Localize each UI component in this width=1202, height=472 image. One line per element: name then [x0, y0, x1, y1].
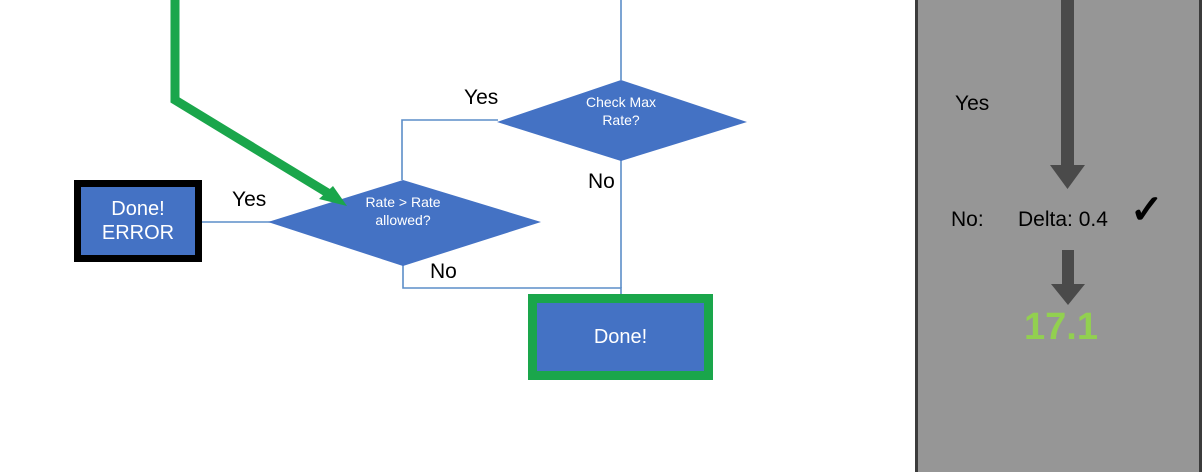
edge-label-yes-check-max: Yes: [464, 86, 499, 109]
panel-result-value: 17.1: [1024, 306, 1098, 348]
node-done-label: Done!: [593, 325, 648, 348]
green-highlight-arrow: [170, 0, 347, 206]
side-panel: Yes No: Delta: 0.4 ✓ 17.1: [915, 0, 1202, 472]
panel-arrows: [1050, 0, 1085, 305]
panel-no-label: No:: [951, 208, 984, 231]
node-done[interactable]: Done!: [528, 294, 713, 380]
node-done-error-label: Done! ERROR: [101, 197, 175, 244]
diamond-rate-gt-allowed[interactable]: [268, 180, 541, 266]
down-arrow-long-icon: [1050, 0, 1085, 189]
edge-label-no-check-max: No: [588, 170, 615, 193]
down-arrow-short-icon: [1051, 250, 1085, 305]
check-mark-icon: ✓: [1130, 188, 1164, 232]
flowchart-canvas: Done! ERROR Done! Check Max Rate? Rate >…: [74, 0, 747, 380]
edge-label-no-rate-to-done: No: [430, 260, 457, 283]
edge-label-yes-rate-to-error: Yes: [232, 188, 267, 211]
flowchart-connectors: [170, 0, 747, 300]
panel-delta-value: Delta: 0.4: [1018, 208, 1108, 231]
connector-yes-check-max-to-rate: [401, 119, 498, 180]
diamond-check-max-rate[interactable]: [497, 80, 747, 161]
panel-yes-label: Yes: [955, 92, 990, 115]
node-done-error[interactable]: Done! ERROR: [74, 180, 202, 262]
